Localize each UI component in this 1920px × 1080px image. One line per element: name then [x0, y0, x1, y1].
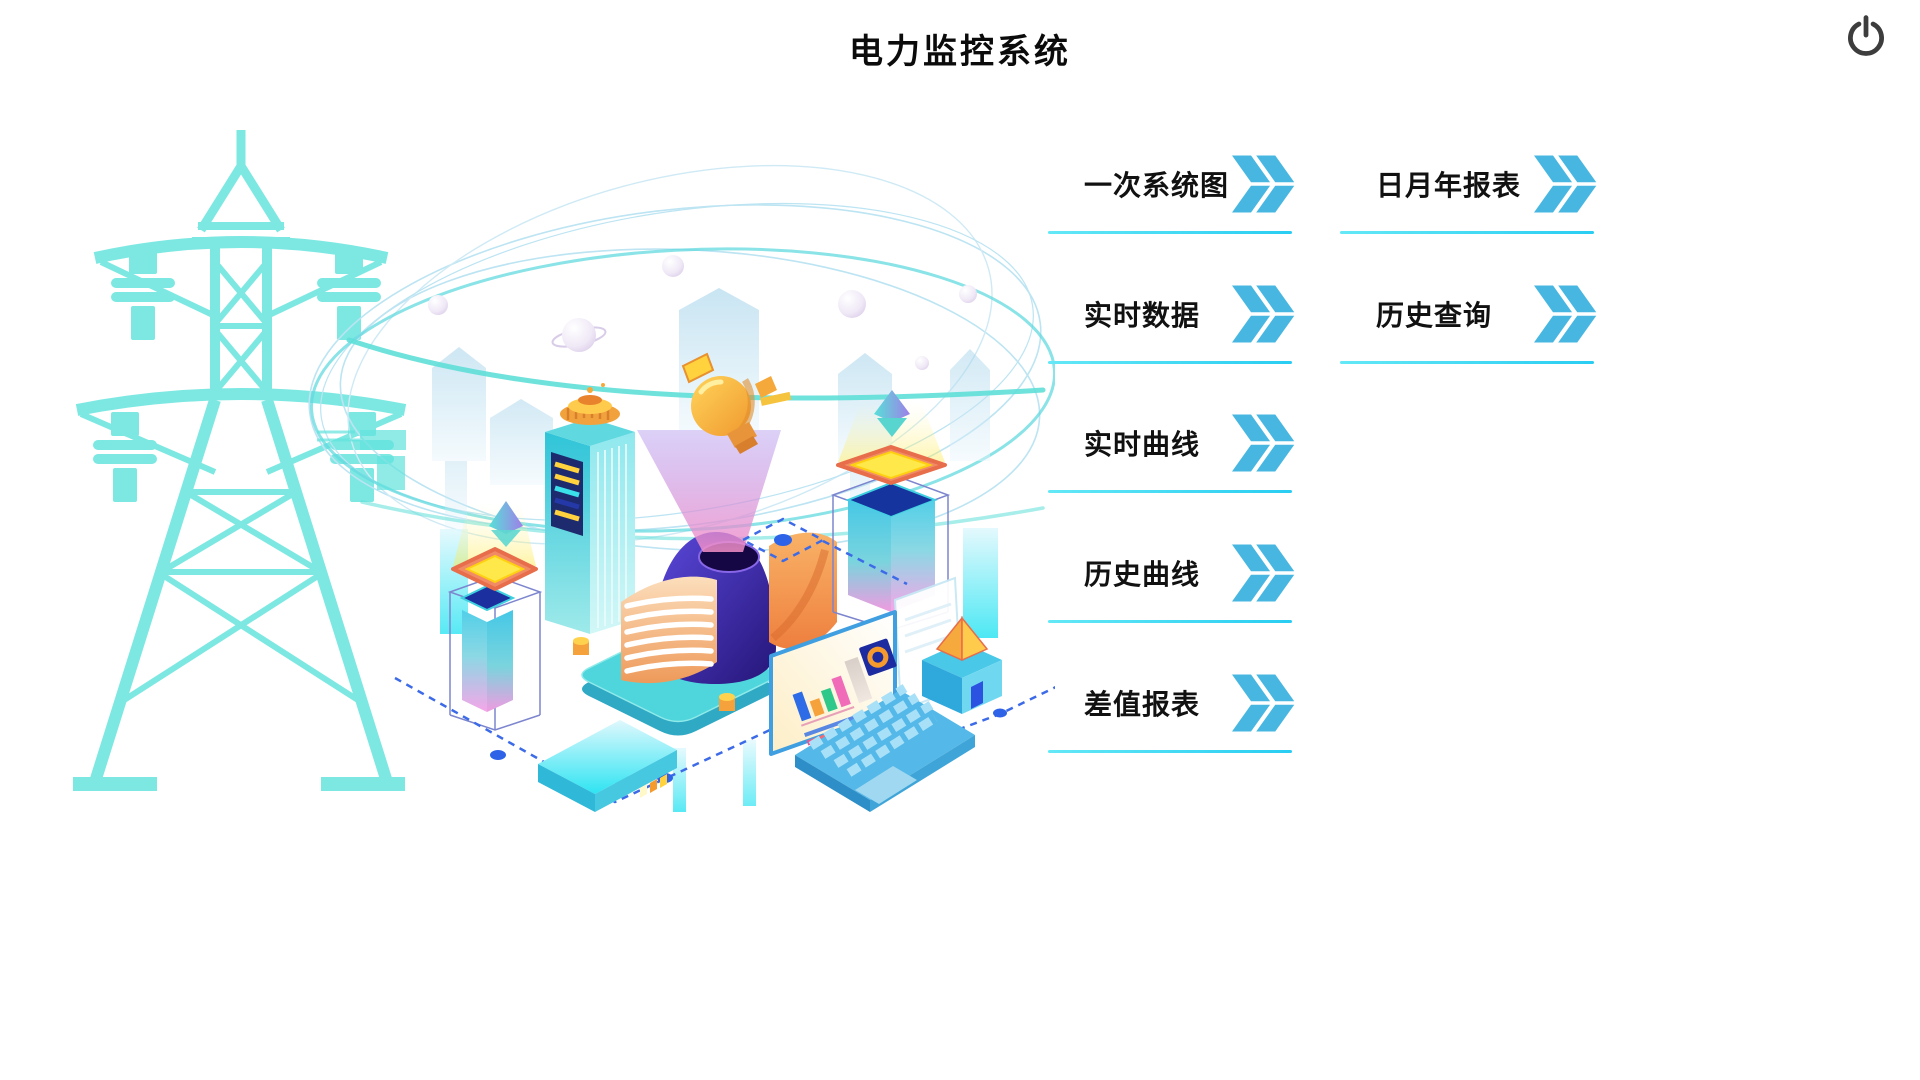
menu-button-label: 实时曲线 [1084, 429, 1201, 460]
pyramid-cube [922, 615, 1002, 714]
power-icon [1848, 15, 1884, 56]
smart-city-illustration [308, 164, 1055, 812]
diamond-icon [874, 390, 910, 422]
menu-button-realtime-data[interactable]: 实时数据 [1048, 276, 1296, 364]
menu-button-underline [1048, 620, 1292, 623]
menu-button-underline [1048, 361, 1292, 364]
laptop [769, 610, 975, 812]
page-title: 电力监控系统 [849, 34, 1071, 71]
menu-button-underline [1048, 231, 1292, 234]
floating-spheres [428, 255, 977, 370]
menu-button-label: 历史查询 [1376, 300, 1493, 331]
insulator-icon [111, 250, 175, 340]
power-button[interactable] [1840, 8, 1892, 64]
glass-tower-right [830, 390, 951, 631]
double-chevron-right-icon [1232, 283, 1296, 345]
menu-button-difference-report[interactable]: 差值报表 [1048, 665, 1296, 753]
skyscraper [545, 383, 635, 634]
double-chevron-right-icon [1232, 542, 1296, 604]
menu-button-history-query[interactable]: 历史查询 [1340, 276, 1598, 364]
keyboard [808, 684, 938, 777]
double-chevron-right-icon [1232, 412, 1296, 474]
menu-button-label: 实时数据 [1084, 300, 1201, 331]
menu-button-label: 日月年报表 [1376, 170, 1522, 201]
menu-button-history-curve[interactable]: 历史曲线 [1048, 535, 1296, 623]
menu-button-realtime-curve[interactable]: 实时曲线 [1048, 405, 1296, 493]
diamond-icon [489, 501, 523, 534]
menu-button-primary-system-diagram[interactable]: 一次系统图 [1048, 146, 1296, 234]
striped-wall-right [769, 532, 837, 649]
hologram-beam [637, 430, 781, 552]
menu-button-label: 历史曲线 [1084, 559, 1201, 590]
menu-button-underline [1340, 231, 1594, 234]
trackpad [855, 766, 917, 804]
double-chevron-right-icon [1534, 283, 1598, 345]
double-chevron-right-icon [1534, 153, 1598, 215]
striped-wall-left [621, 576, 717, 684]
cylinder-markers [573, 637, 735, 711]
menu-button-underline [1048, 750, 1292, 753]
light-pillar [963, 528, 998, 638]
menu-button-underline [1048, 490, 1292, 493]
router [538, 720, 677, 812]
menu-button-label: 一次系统图 [1084, 170, 1230, 201]
hero-illustration [73, 130, 1055, 812]
menu-button-label: 差值报表 [1084, 689, 1201, 720]
menu-button-daily-monthly-yearly-report[interactable]: 日月年报表 [1340, 146, 1598, 234]
menu-button-underline [1340, 361, 1594, 364]
double-chevron-right-icon [1232, 672, 1296, 734]
lightbulb-icon [681, 352, 792, 454]
glass-tower-left [447, 501, 543, 731]
double-chevron-right-icon [1232, 153, 1296, 215]
circuit-fragment [317, 430, 406, 490]
